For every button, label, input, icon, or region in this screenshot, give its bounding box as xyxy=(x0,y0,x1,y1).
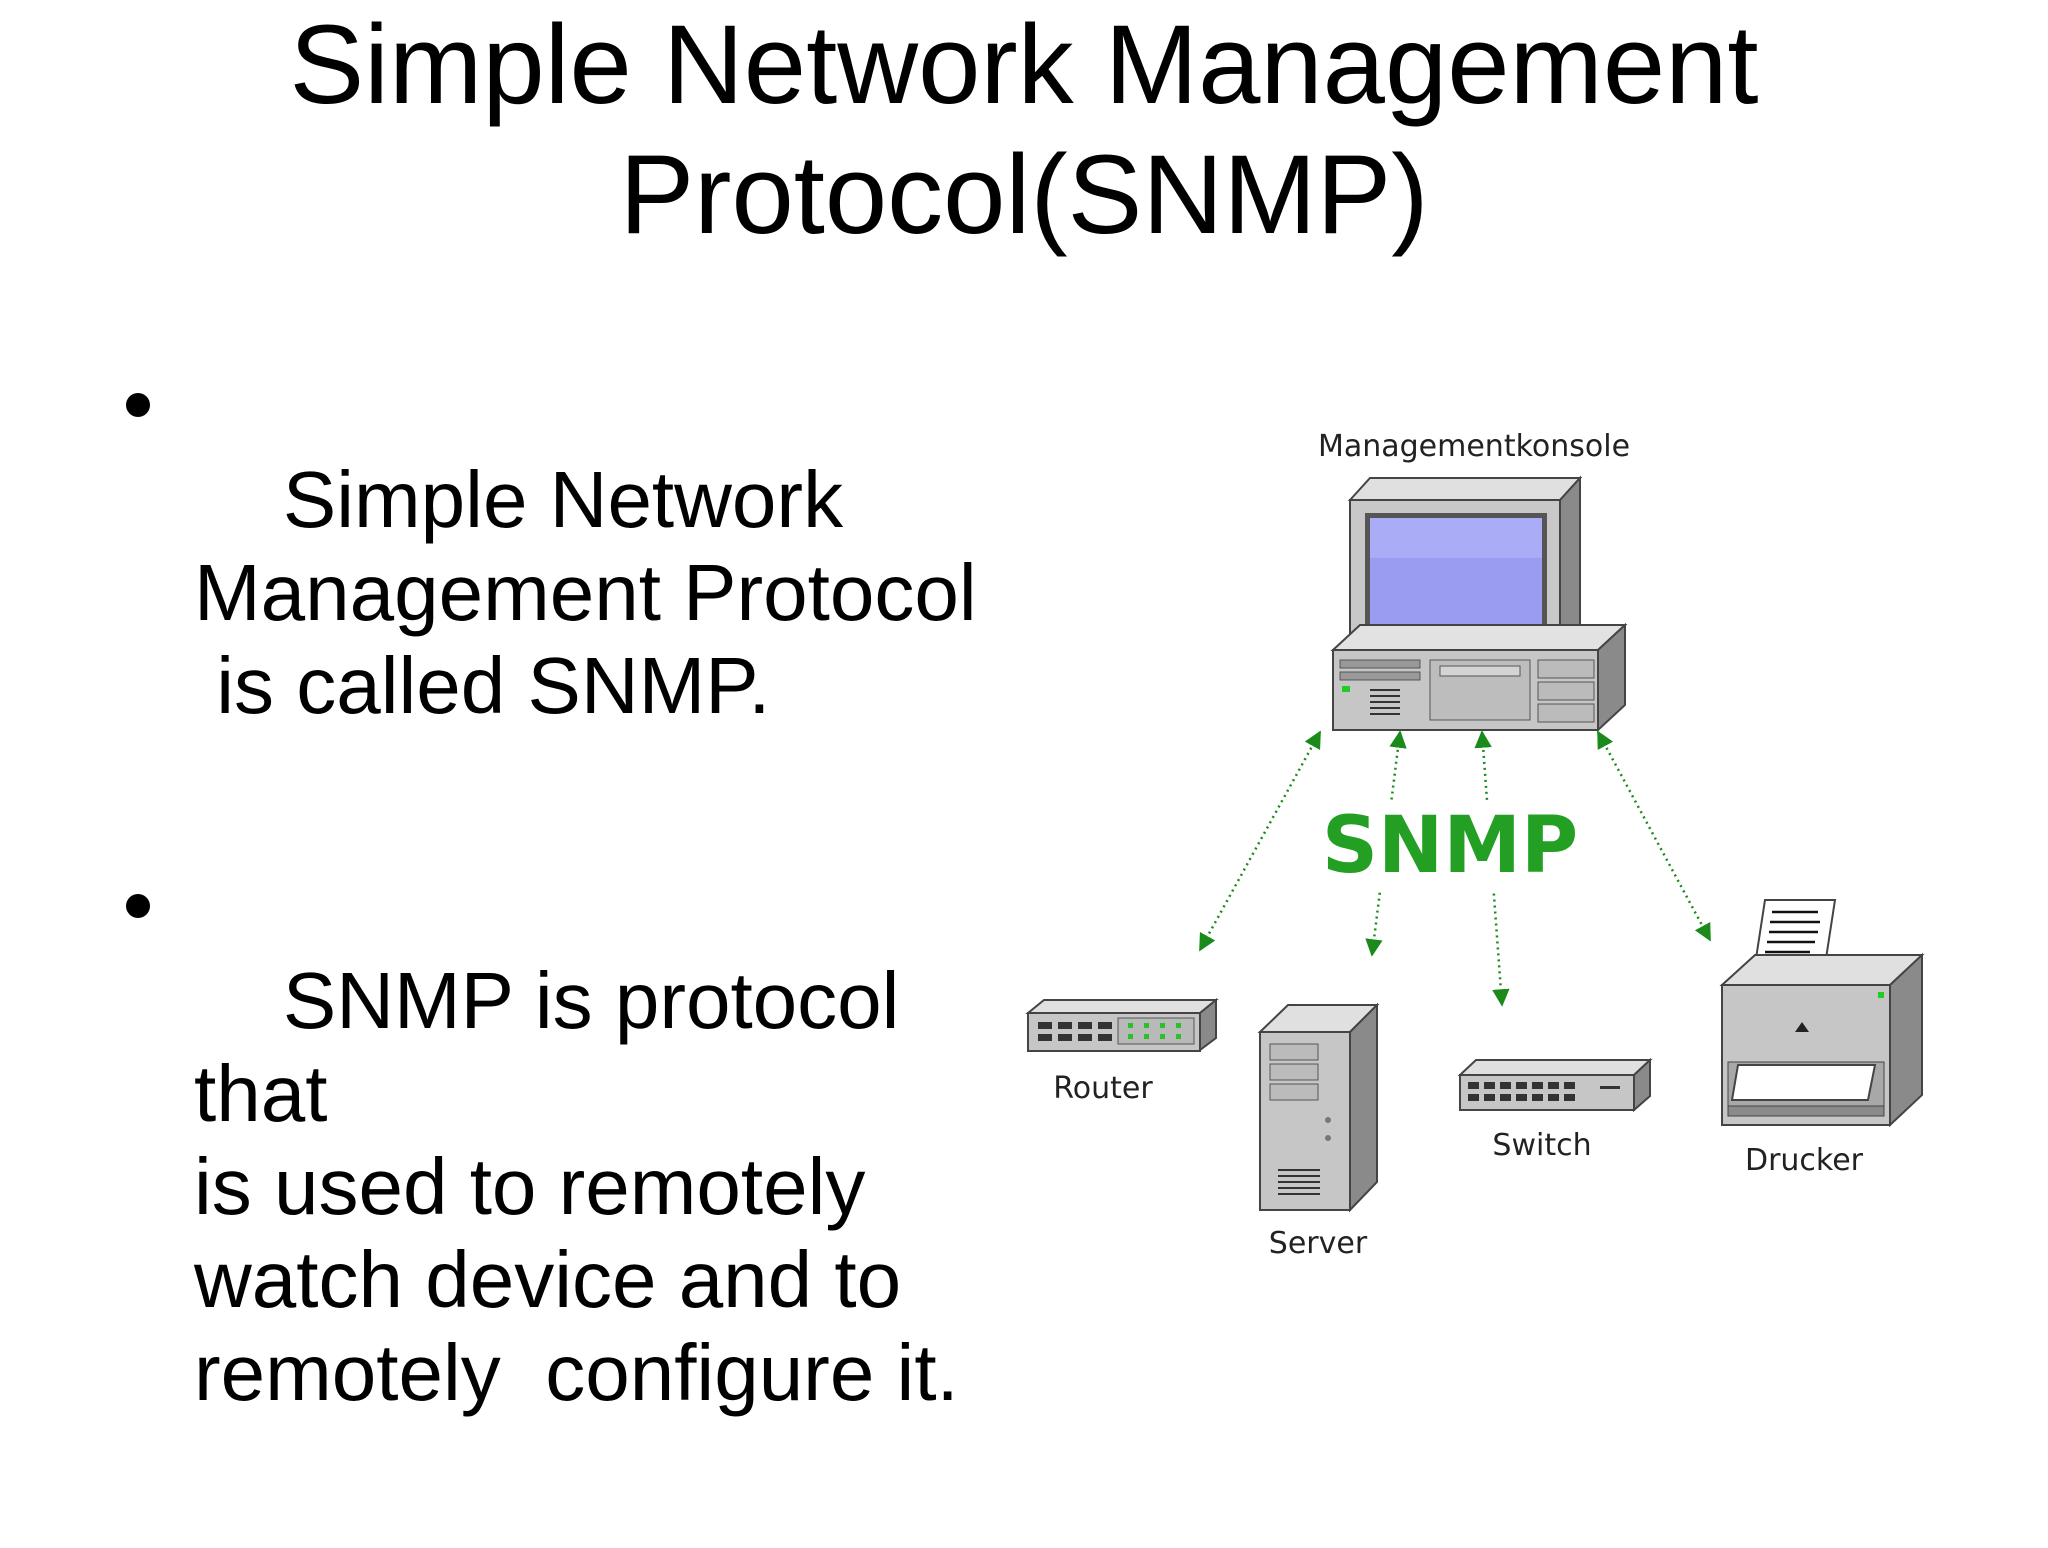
printer-label: Drucker xyxy=(1745,1143,1864,1178)
printer-icon xyxy=(1719,899,1925,1128)
management-console-icon xyxy=(1330,475,1628,733)
bullet-text-2: SNMP is protocol that is used to remotel… xyxy=(194,956,959,1417)
bullet-item-2: SNMP is protocol that is used to remotel… xyxy=(118,861,1038,1512)
router-icon xyxy=(1025,997,1219,1052)
title-line-2: Protocol(SNMP) xyxy=(619,132,1429,257)
title-line-1: Simple Network Management xyxy=(289,2,1759,127)
bullet-item-1: Simple Network Management Protocol is ca… xyxy=(118,360,1038,825)
bullet-dot-icon xyxy=(126,393,150,417)
bullet-dot-icon xyxy=(126,894,150,918)
bullet-list: Simple Network Management Protocol is ca… xyxy=(118,360,1038,1548)
slide-title: Simple Network Management Protocol(SNMP) xyxy=(0,0,2048,260)
arrow-router xyxy=(1198,730,1322,952)
server-label: Server xyxy=(1269,1226,1368,1261)
switch-icon xyxy=(1457,1057,1653,1113)
snmp-protocol-label: SNMP xyxy=(1322,801,1578,891)
switch-label: Switch xyxy=(1492,1128,1591,1163)
arrow-server xyxy=(1365,730,1407,957)
bullet-text-1: Simple Network Management Protocol is ca… xyxy=(194,455,977,730)
arrow-switch xyxy=(1474,730,1510,1007)
console-label: Managementkonsole xyxy=(1318,429,1630,464)
server-icon xyxy=(1257,1002,1380,1213)
snmp-network-diagram: Managementkonsole SNMP xyxy=(1025,429,1925,1261)
snmp-arrows xyxy=(1198,730,1712,1007)
router-label: Router xyxy=(1053,1071,1153,1106)
arrow-printer xyxy=(1596,730,1712,942)
